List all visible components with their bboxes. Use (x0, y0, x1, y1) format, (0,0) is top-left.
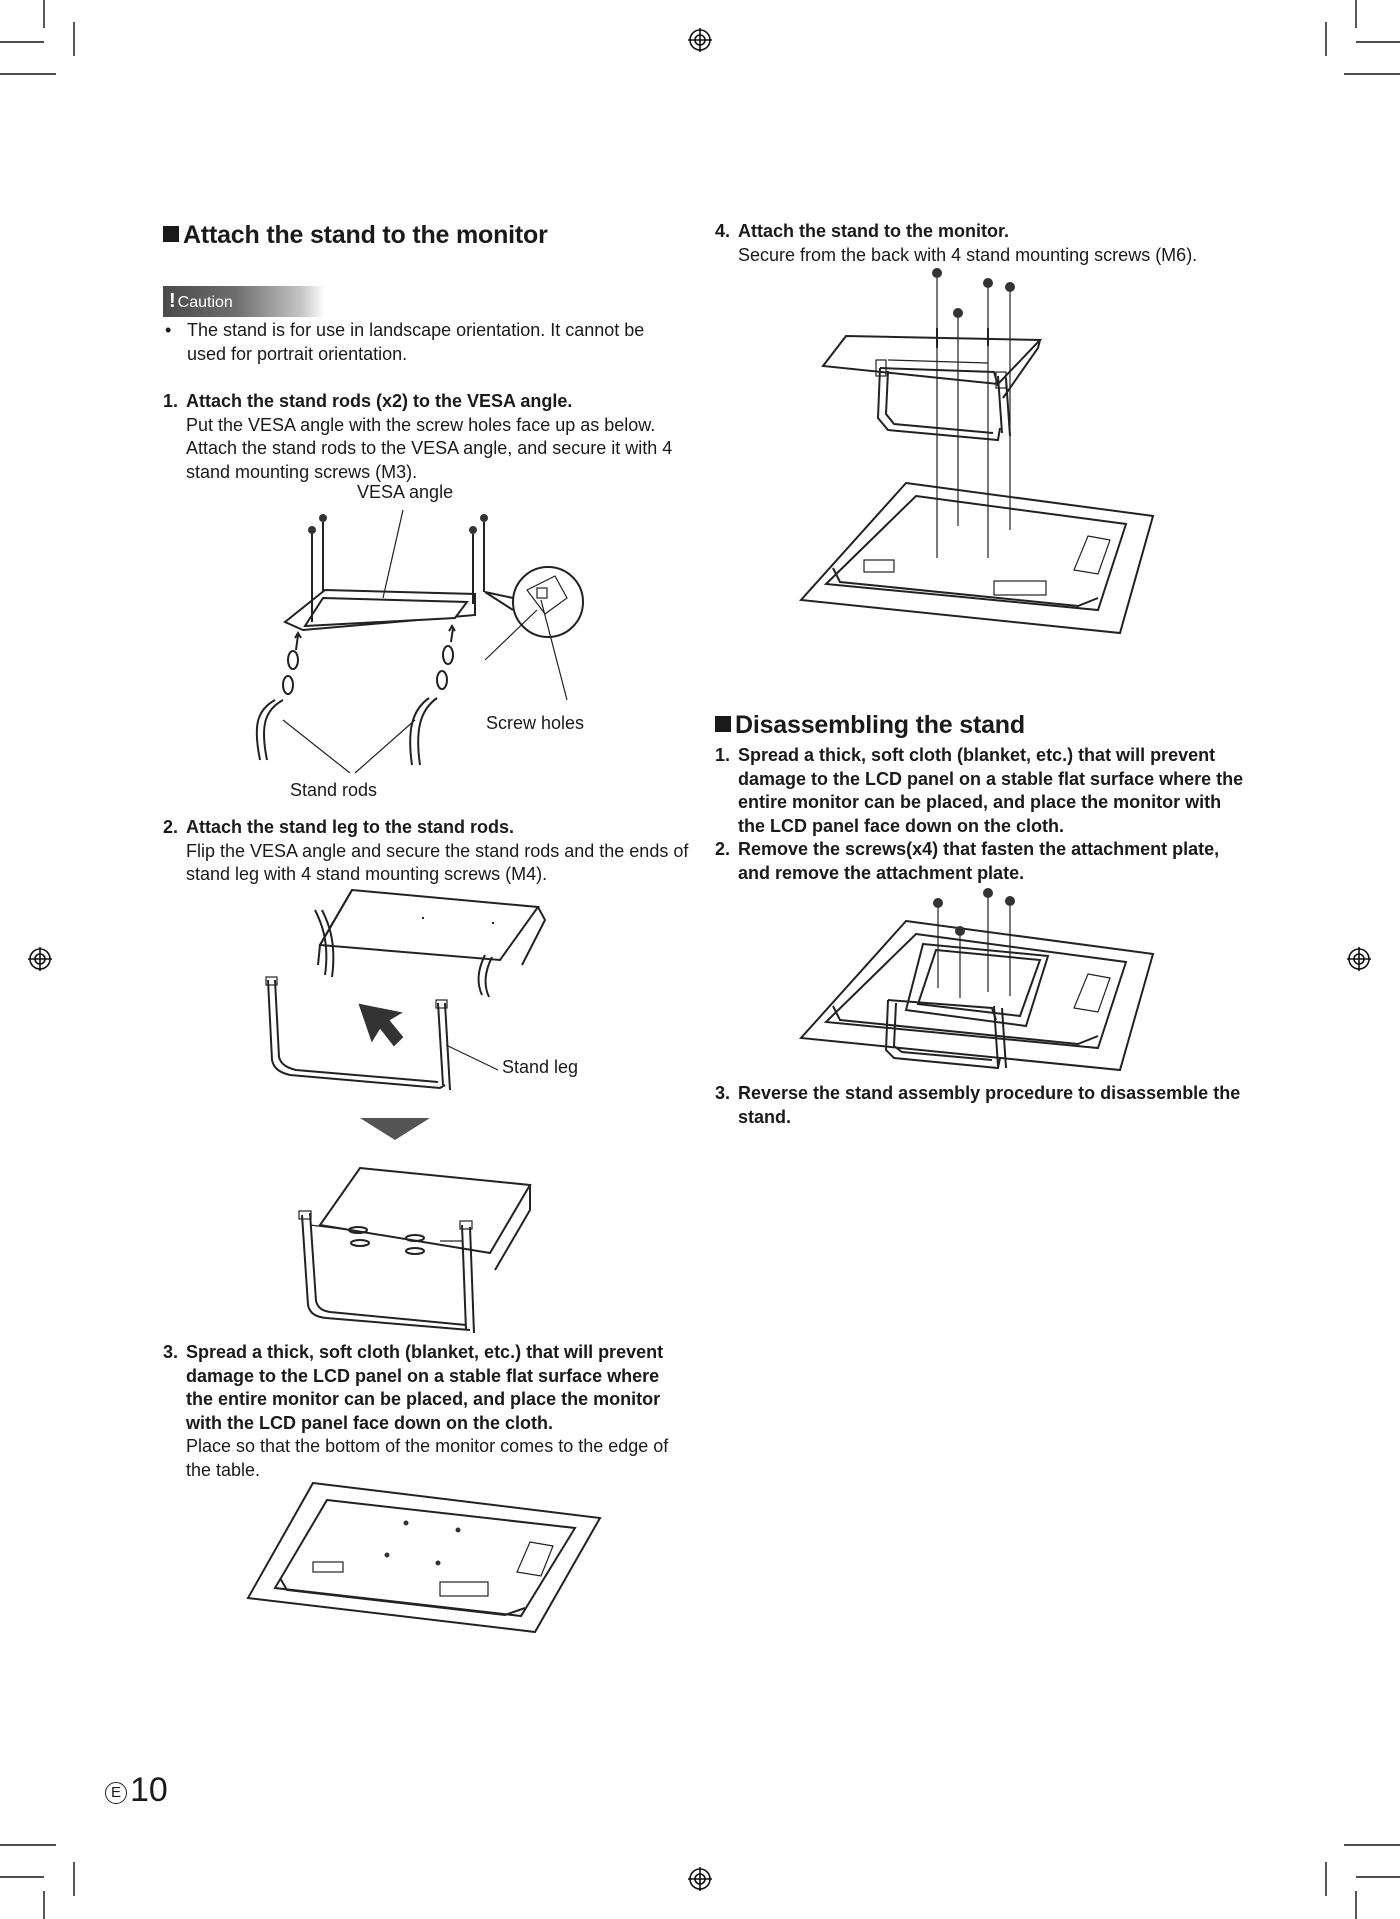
step-title: Attach the stand rods (x2) to the VESA a… (186, 391, 573, 411)
label-vesa-angle: VESA angle (357, 482, 454, 502)
step-number: 4. (715, 221, 731, 241)
page-number-value: 10 (130, 1771, 168, 1809)
heading-square-icon (163, 226, 179, 242)
step-number: 2. (163, 817, 179, 837)
label-screw-holes: Screw holes (486, 713, 585, 733)
disassemble-step-2: 2. Remove the screws(x4) that fasten the… (715, 838, 1245, 885)
caution-banner: !Caution (163, 286, 325, 317)
step-title: Spread a thick, soft cloth (blanket, etc… (186, 1342, 664, 1433)
registration-mark-right (1347, 947, 1371, 971)
figure-vesa-angle-rods (255, 509, 584, 774)
step-1: 1. Attach the stand rods (x2) to the VES… (163, 390, 689, 484)
figure-monitor-face-down (246, 1481, 602, 1634)
section-heading-attach: Attach the stand to the monitor (163, 221, 548, 250)
step-4: 4. Attach the stand to the monitor. Secu… (715, 220, 1245, 267)
step-text: Put the VESA angle with the screw holes … (186, 414, 673, 482)
registration-mark-top (688, 28, 712, 52)
disassemble-step-1: 1. Spread a thick, soft cloth (blanket, … (715, 744, 1245, 838)
step-number: 3. (715, 1083, 731, 1103)
figure-stand-to-monitor (798, 268, 1155, 635)
step-number: 1. (163, 391, 179, 411)
heading-square-icon (715, 716, 731, 732)
step-number: 2. (715, 839, 731, 859)
step-title: Reverse the stand assembly procedure to … (738, 1083, 1241, 1127)
step-number: 1. (715, 745, 731, 765)
step-number: 3. (163, 1342, 179, 1362)
section-heading-disassemble: Disassembling the stand (715, 711, 1025, 740)
bullet-icon: • (165, 320, 172, 340)
step-title: Spread a thick, soft cloth (blanket, etc… (738, 745, 1244, 836)
step-title: Remove the screws(x4) that fasten the at… (738, 839, 1220, 883)
registration-mark-left (28, 947, 52, 971)
step-3: 3. Spread a thick, soft cloth (blanket, … (163, 1341, 689, 1482)
step-text: Place so that the bottom of the monitor … (186, 1436, 669, 1480)
caution-label: Caution (177, 294, 233, 311)
language-mark: E (105, 1782, 127, 1804)
disassemble-step-3: 3. Reverse the stand assembly procedure … (715, 1082, 1245, 1129)
step-title: Attach the stand leg to the stand rods. (186, 817, 515, 837)
figure-remove-attachment-plate (798, 888, 1155, 1072)
caution-text: The stand is for use in landscape orient… (187, 320, 645, 364)
step-2: 2. Attach the stand leg to the stand rod… (163, 816, 689, 887)
figure-stand-leg (265, 888, 547, 1091)
step-text: Secure from the back with 4 stand mounti… (738, 244, 1198, 265)
exclamation-icon: ! (169, 290, 176, 312)
label-stand-leg: Stand leg (502, 1057, 579, 1077)
caution-bullet: • The stand is for use in landscape orie… (165, 319, 685, 366)
step-title: Attach the stand to the monitor. (738, 221, 1010, 241)
registration-mark-bottom (688, 1867, 712, 1891)
label-stand-rods: Stand rods (290, 780, 378, 800)
step-text: Flip the VESA angle and secure the stand… (186, 840, 689, 885)
figure-assembled-stand (298, 1166, 532, 1334)
down-arrow-icon (360, 1118, 430, 1140)
